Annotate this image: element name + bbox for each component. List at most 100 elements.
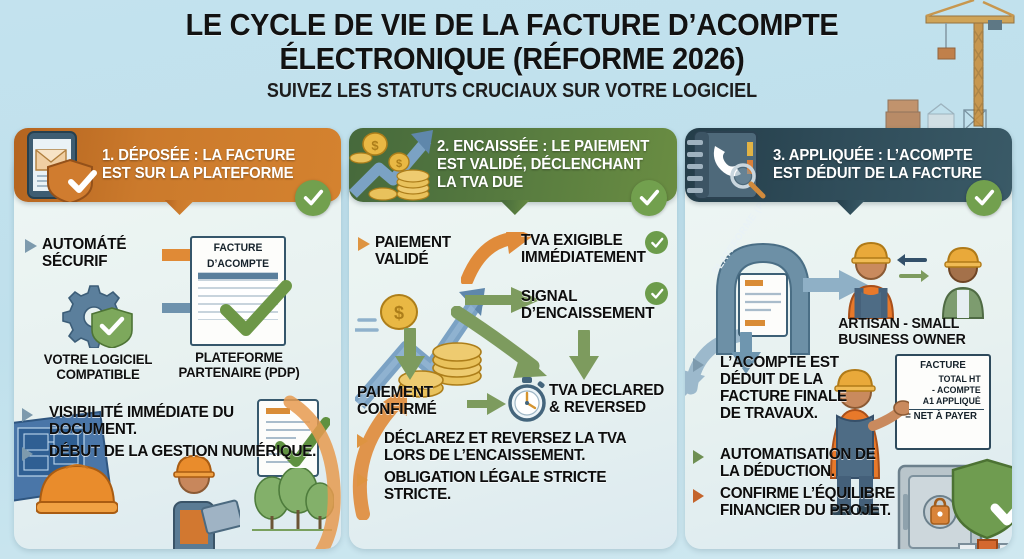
step-2-banner-text: 2. ENCAISSÉE : LE PAIEMENT EST VALIDÉ, D… <box>437 138 650 191</box>
step-2-node-top: TVA EXIGIBLE IMMÉDIATEMENT <box>521 232 647 266</box>
bullet-item: CONFIRME L’ÉQUILIBRE FINANCIER DU PROJET… <box>692 485 1006 519</box>
step-2-flow-heading: PAIEMENT VALIDÉ <box>375 234 452 268</box>
bullet-item: VISIBILITÉ IMMÉDIATE DU DOCUMENT. <box>22 404 335 438</box>
invoice-title: FACTURE <box>919 359 966 371</box>
safe-shield-icon <box>897 458 1012 549</box>
curved-arrow-orange-icon <box>283 395 341 549</box>
arrow-down-green-icon <box>395 328 426 380</box>
invoice-line-1: TOTAL HT <box>938 374 981 385</box>
binders-icon <box>957 539 1012 549</box>
step-1-flow-heading: AUTOMÁTÉ SÉCURIF <box>42 236 127 270</box>
step-3-card: PLATEFORME (PDP/PPF) <box>684 154 1012 549</box>
bullet-triangle-icon <box>358 237 371 251</box>
step-3-invoice: FACTURE TOTAL HT - ACOMPTE A1 APPLIQUÉ =… <box>894 354 991 450</box>
check-circle-icon <box>965 180 1002 216</box>
step-3-bullets: L’ACOMPTE EST DÉDUIT DE LA FACTURE FINAL… <box>692 354 1006 524</box>
bullet-item: DÉCLAREZ ET REVERSEZ LA TVA LORS DE L’EN… <box>357 430 670 464</box>
check-circle-icon <box>630 180 667 216</box>
step-2-bullets: DÉCLAREZ ET REVERSEZ LA TVA LORS DE L’EN… <box>357 430 670 508</box>
step-column-3: PLATEFORME (PDP/PPF) <box>684 128 1012 551</box>
hard-hat-icon <box>36 464 118 514</box>
document-arch-icon <box>715 242 810 355</box>
step-3-body: PLATEFORME (PDP/PPF) <box>684 166 1012 549</box>
arrow-left-blue-icon <box>684 327 751 396</box>
bullet-triangle-icon <box>692 489 715 503</box>
step-2-card: $ <box>349 154 677 549</box>
curved-arrow-orange-icon <box>353 386 408 520</box>
bullet-text: VISIBILITÉ IMMÉDIATE DU DOCUMENT. <box>49 404 234 438</box>
trees-icon <box>252 468 334 531</box>
bullet-triangle-icon <box>357 434 379 448</box>
step-1-body: AUTOMÁTÉ SÉCURIF <box>14 232 341 549</box>
step-1-banner-text: 1. DÉPOSÉE : LA FACTURE EST SUR LA PLATE… <box>102 147 296 182</box>
bullet-triangle-icon <box>692 358 715 372</box>
bricks-stack-icon <box>885 99 987 131</box>
contact-book-phone-search-icon <box>685 128 773 202</box>
gear-shield-icon <box>62 285 133 348</box>
bullet-item: AUTOMATISATION DE LA DÉDUCTION. <box>692 446 1006 480</box>
step-3-people-caption: ARTISAN - SMALL BUSINESS OWNER <box>837 315 966 348</box>
doc-title-line-2: D’ACOMPTE <box>206 258 270 270</box>
step-2-banner[interactable]: $ $ 2. ENCAISSÉE : LE PAIEMENT <box>349 128 677 216</box>
bullet-triangle-icon <box>25 239 37 253</box>
page-title-line-1: LE CYCLE DE VIE DE LA FACTURE D’ACOMPTE <box>185 7 839 42</box>
bullet-triangle-icon <box>22 447 44 461</box>
bullet-text: DÉCLAREZ ET REVERSEZ LA TVA LORS DE L’EN… <box>384 430 627 464</box>
step-column-1: AUTOMÁTÉ SÉCURIF <box>14 128 342 551</box>
check-circle-icon <box>295 180 332 216</box>
check-circle-icon <box>645 231 669 254</box>
arrow-green-icon <box>465 287 541 313</box>
arrow-curved-orange-icon <box>461 232 534 284</box>
doc-title-line-1: FACTURE <box>213 242 263 254</box>
bullet-text: AUTOMATISATION DE LA DÉDUCTION. <box>719 446 876 480</box>
step-2-node-right: TVA DECLARED & REVERSED <box>549 382 665 416</box>
bullet-text: DÉBUT DE LA GESTION NUMÉRIQUE. <box>49 443 317 460</box>
stopwatch-icon <box>508 377 547 422</box>
bullet-text: OBLIGATION LÉGALE STRICTE STRICTE. <box>384 469 607 503</box>
step-1-target-document: FACTURE D’ACOMPTE <box>190 236 292 346</box>
step-1-banner[interactable]: 1. DÉPOSÉE : LA FACTURE EST SUR LA PLATE… <box>14 128 342 216</box>
arrow-down-blue-icon <box>730 332 761 374</box>
step-1-bullets: VISIBILITÉ IMMÉDIATE DU DOCUMENT. DÉBUT … <box>22 404 335 466</box>
svg-text:$: $ <box>394 303 404 323</box>
check-circle-icon <box>645 282 669 305</box>
invoice-total: = NET À PAYER <box>904 410 977 422</box>
two-workers-icon <box>847 241 984 319</box>
svg-text:$: $ <box>372 138 380 153</box>
step-3-banner-text: 3. APPLIQUÉE : L’ACOMPTE EST DÉDUIT DE L… <box>772 147 982 182</box>
step-2-body: $ <box>349 231 676 549</box>
bullet-triangle-icon <box>357 473 379 487</box>
bullet-item: DÉBUT DE LA GESTION NUMÉRIQUE. <box>22 443 335 461</box>
step-2-node-left: PAIEMENT CONFIRMÉ <box>357 384 437 418</box>
arrow-blue-icon <box>802 270 868 300</box>
green-check-icon <box>220 280 292 336</box>
steps-container: AUTOMÁTÉ SÉCURIF <box>14 128 1012 551</box>
svg-text:$: $ <box>396 158 402 170</box>
step-1-source-caption: VOTRE LOGICIEL COMPATIBLE <box>43 351 153 382</box>
invoice-line-2: - ACOMPTE <box>931 385 981 396</box>
bullet-item: OBLIGATION LÉGALE STRICTE STRICTE. <box>357 469 670 503</box>
bullet-text: CONFIRME L’ÉQUILIBRE FINANCIER DU PROJET… <box>719 485 895 519</box>
worker-presenting-icon <box>829 368 909 515</box>
step-1-card: AUTOMÁTÉ SÉCURIF <box>14 154 342 549</box>
bullet-triangle-icon <box>22 408 44 422</box>
worker-tablet-icon <box>173 454 240 549</box>
page-title-line-2: ÉLECTRONIQUE (RÉFORME 2026) <box>279 41 745 76</box>
header: LE CYCLE DE VIE DE LA FACTURE D’ACOMPTE … <box>0 7 1024 103</box>
step-1-target-caption: PLATEFORME PARTENAIRE (PDP) <box>178 349 300 380</box>
step-column-2: $ <box>349 128 677 551</box>
construction-crane-icon <box>925 0 1015 127</box>
arrow-green-small-icon <box>467 393 507 415</box>
growth-arrow-coins-icon: $ $ <box>349 128 437 202</box>
page-subtitle: SUIVEZ LES STATUTS CRUCIAUX SUR VOTRE LO… <box>266 80 758 102</box>
invoice-divider <box>901 409 984 410</box>
arrow-down-green-icon <box>569 330 600 380</box>
tablet-envelope-shield-icon <box>14 128 102 202</box>
step-3-banner[interactable]: 3. APPLIQUÉE : L’ACOMPTE EST DÉDUIT DE L… <box>684 128 1012 216</box>
bullet-item: L’ACOMPTE EST DÉDUIT DE LA FACTURE FINAL… <box>692 354 1006 422</box>
bullet-triangle-icon <box>692 450 715 464</box>
bullet-text: L’ACOMPTE EST DÉDUIT DE LA FACTURE FINAL… <box>719 354 847 422</box>
step-2-node-mid: SIGNAL D’ENCAISSEMENT <box>521 288 655 322</box>
invoice-line-3: A1 APPLIQUÉ <box>922 396 981 407</box>
